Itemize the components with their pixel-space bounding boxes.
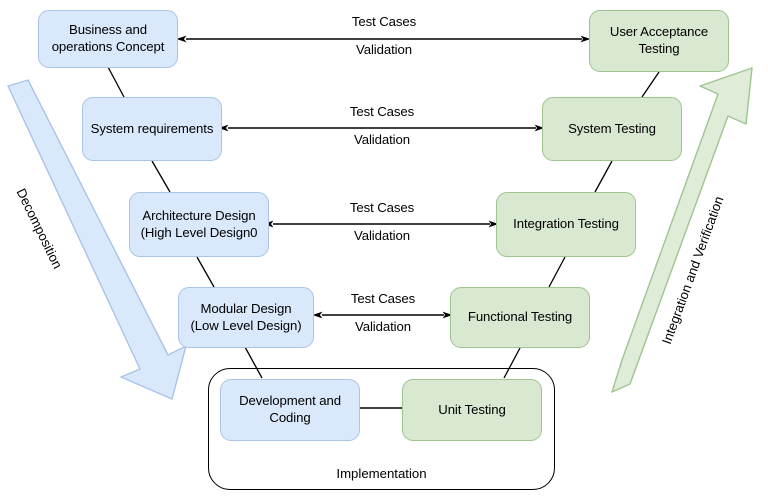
node-business-concept[interactable]: Business and operations Concept [38,10,178,68]
node-architecture-design[interactable]: Architecture Design (High Level Design0 [129,192,269,257]
connector-row-2-bottom-label: Validation [354,132,410,147]
connector-row-2-top-label: Test Cases [349,104,415,119]
connector-row-3-top-label: Test Cases [349,200,415,215]
decomposition-arrow-icon [7,79,187,400]
node-development-and-coding[interactable]: Development and Coding [220,379,360,441]
validation-arrows [176,35,591,409]
chain-links [107,66,660,379]
implementation-label: Implementation [336,466,427,481]
integration-verification-arrow-icon [611,67,753,393]
node-system-requirements[interactable]: System requirements [82,97,222,161]
node-unit-testing[interactable]: Unit Testing [402,379,542,441]
node-user-acceptance-testing[interactable]: User Acceptance Testing [589,10,729,72]
connector-row-4-top-label: Test Cases [350,291,416,306]
implementation-group [208,368,555,490]
connector-row-3-bottom-label: Validation [354,228,410,243]
node-functional-testing[interactable]: Functional Testing [450,287,590,348]
connector-row-1-top-label: Test Cases [351,14,417,29]
node-integration-testing[interactable]: Integration Testing [496,192,636,257]
connector-row-1-bottom-label: Validation [356,42,412,57]
node-modular-design[interactable]: Modular Design (Low Level Design) [178,287,314,348]
node-system-testing[interactable]: System Testing [542,97,682,161]
connector-row-4-bottom-label: Validation [355,319,411,334]
